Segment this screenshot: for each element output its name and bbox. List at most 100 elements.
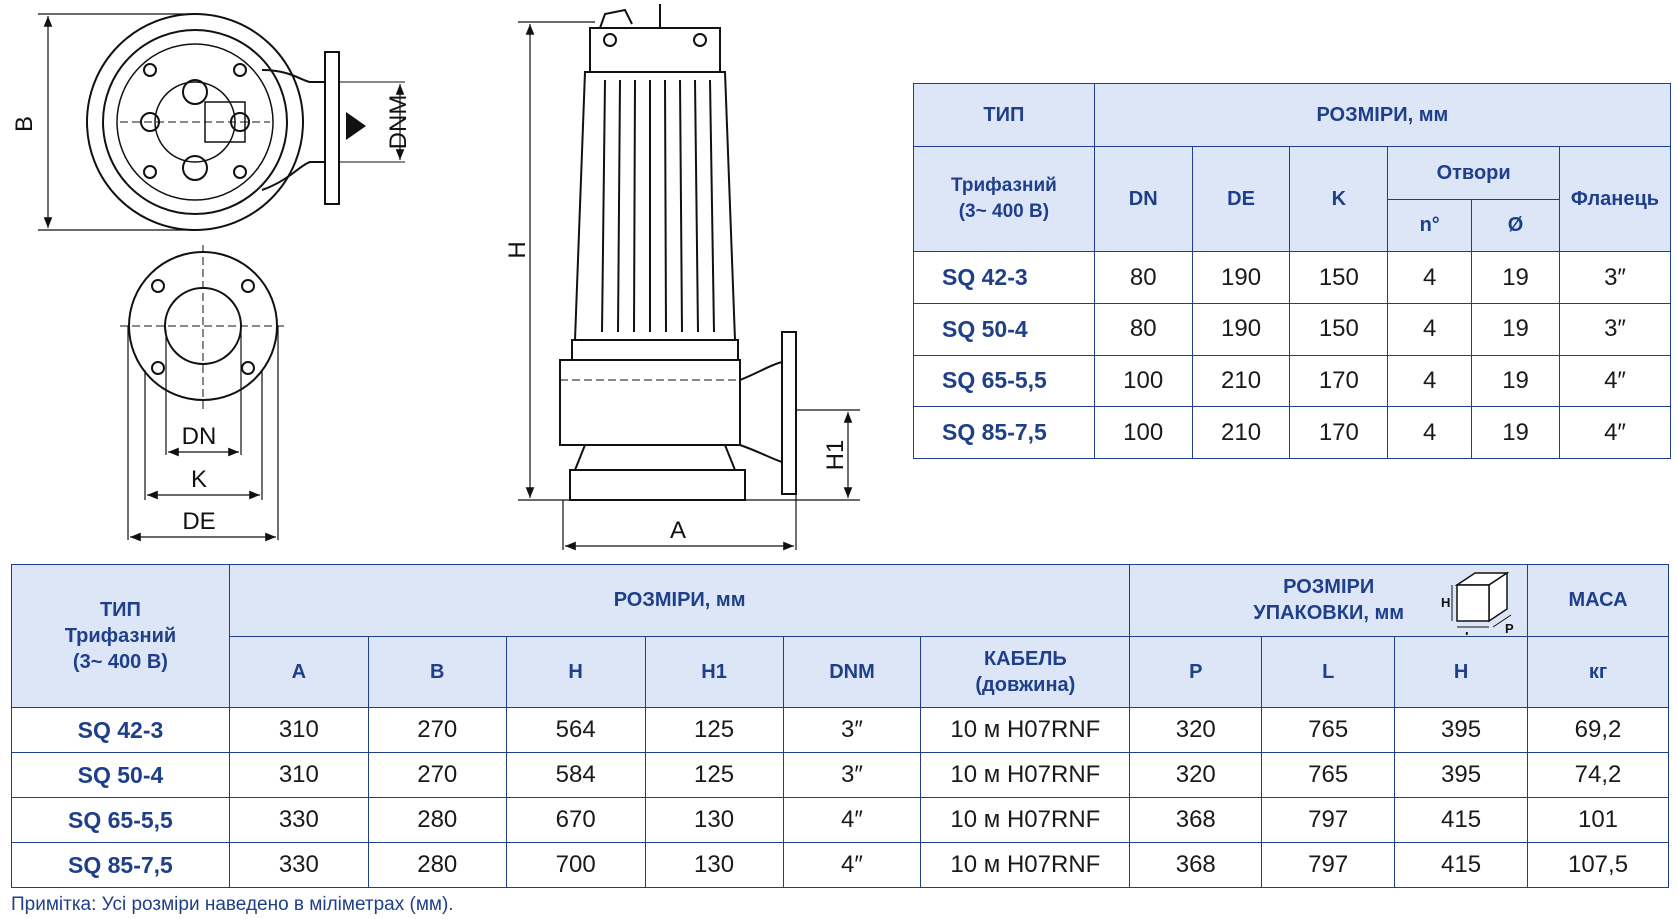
- t1-cell-flange: 4″: [1558, 406, 1672, 459]
- t2-cell-p: 368: [1129, 797, 1263, 843]
- t1-row-type: SQ 50-4: [913, 302, 1095, 356]
- t1-cell-k: 150: [1289, 302, 1389, 356]
- t2-cell-h1: 130: [644, 797, 784, 843]
- t2-type-line3: (3~ 400 В): [72, 651, 168, 674]
- t2-row-type: SQ 42-3: [11, 707, 230, 754]
- package-label-p: P: [1505, 621, 1514, 635]
- label-h1: H1: [822, 440, 849, 471]
- t1-cell-d: 19: [1471, 302, 1560, 356]
- label-k: K: [191, 466, 207, 493]
- t1-col-flange: Фланець: [1558, 145, 1672, 253]
- t2-cell-dnm: 3″: [782, 752, 922, 799]
- t2-col-l: L: [1261, 635, 1396, 709]
- pump-dimensions-table: ТИП Трифазний (3~ 400 В) РОЗМІРИ, мм РОЗ…: [11, 563, 1669, 888]
- t2-cable-line1: КАБЕЛЬ: [983, 647, 1067, 670]
- t2-cell-h1: 130: [644, 842, 784, 888]
- t2-cell-h: 700: [505, 842, 646, 888]
- t1-cell-k: 150: [1289, 251, 1389, 304]
- t2-row-type: SQ 50-4: [11, 752, 230, 799]
- label-b: B: [11, 116, 38, 132]
- t1-subtype-line2: (3~ 400 В): [958, 201, 1050, 223]
- package-label-l: L: [1465, 629, 1473, 635]
- t2-cell-h: 584: [505, 752, 646, 799]
- t2-cell-a: 310: [228, 707, 369, 754]
- t2-mass-header: МАСА: [1527, 564, 1669, 637]
- t1-col-d: Ø: [1471, 198, 1560, 253]
- t1-cell-dn: 80: [1093, 251, 1193, 304]
- t2-cell-cable: 10 м H07RNF: [920, 707, 1131, 754]
- t1-cell-n: 4: [1387, 406, 1473, 459]
- t2-type-header: ТИП Трифазний (3~ 400 В): [11, 563, 230, 709]
- t2-cell-ph: 395: [1394, 707, 1529, 754]
- t2-cell-a: 330: [228, 842, 369, 888]
- t1-cell-dn: 100: [1093, 406, 1193, 459]
- t2-cell-dnm: 3″: [782, 707, 922, 754]
- t1-cell-n: 4: [1387, 302, 1473, 356]
- t1-cell-n: 4: [1387, 251, 1473, 304]
- t2-cell-p: 368: [1129, 842, 1263, 888]
- t2-pack-line1: РОЗМІРИ: [1283, 576, 1375, 599]
- t2-cell-h1: 125: [644, 707, 784, 754]
- t2-cell-ph: 415: [1394, 842, 1529, 888]
- flange-front-view: [120, 245, 288, 410]
- flow-arrow-icon: [346, 112, 366, 140]
- t1-cell-de: 210: [1191, 406, 1291, 459]
- t1-subtype-header: Трифазний (3~ 400 В): [913, 145, 1095, 253]
- flange-dimensions-table: ТИП РОЗМІРИ, мм Трифазний (3~ 400 В) DN …: [913, 83, 1672, 459]
- t2-row-type: SQ 65-5,5: [11, 797, 230, 843]
- t2-col-p: P: [1129, 635, 1263, 709]
- t1-cell-de: 210: [1191, 354, 1291, 408]
- t2-cell-dnm: 4″: [782, 797, 922, 843]
- t2-col-h1: H1: [644, 635, 784, 709]
- t1-row-type: SQ 42-3: [913, 251, 1095, 304]
- t2-cell-h: 670: [505, 797, 646, 843]
- t2-col-h: H: [505, 635, 646, 709]
- t2-cell-l: 765: [1261, 707, 1396, 754]
- t2-cell-h: 564: [505, 707, 646, 754]
- t1-col-k: K: [1289, 145, 1389, 253]
- t2-col-ph: H: [1394, 635, 1529, 709]
- t1-subtype-line1: Трифазний: [950, 175, 1057, 197]
- label-a: A: [670, 517, 686, 544]
- t1-cell-flange: 3″: [1558, 302, 1672, 356]
- t1-cell-dn: 80: [1093, 302, 1193, 356]
- t1-cell-flange: 3″: [1558, 251, 1672, 304]
- t2-cell-ph: 415: [1394, 797, 1529, 843]
- t2-cell-p: 320: [1129, 707, 1263, 754]
- t1-cell-k: 170: [1289, 406, 1389, 459]
- technical-drawings: B DNM DN K DE: [11, 4, 860, 551]
- t2-cell-a: 330: [228, 797, 369, 843]
- t2-cell-p: 320: [1129, 752, 1263, 799]
- t1-col-dn: DN: [1093, 145, 1193, 253]
- t2-cell-mass: 74,2: [1527, 752, 1669, 799]
- pump-side-view: [559, 4, 797, 501]
- t2-cell-cable: 10 м H07RNF: [920, 797, 1131, 843]
- t1-cell-d: 19: [1471, 354, 1560, 408]
- t1-row-type: SQ 85-7,5: [913, 406, 1095, 459]
- t2-type-line1: ТИП: [99, 599, 141, 622]
- t2-cable-line2: (довжина): [975, 673, 1076, 696]
- t2-cell-b: 280: [367, 842, 507, 888]
- t2-cell-cable: 10 м H07RNF: [920, 752, 1131, 799]
- t2-type-line2: Трифазний: [64, 625, 177, 648]
- t1-dims-header: РОЗМІРИ, мм: [1093, 83, 1672, 147]
- t1-cell-d: 19: [1471, 406, 1560, 459]
- t1-cell-de: 190: [1191, 251, 1291, 304]
- t2-cell-l: 765: [1261, 752, 1396, 799]
- t2-col-b: B: [367, 635, 507, 709]
- t2-cell-b: 270: [367, 752, 507, 799]
- t2-col-kg: кг: [1527, 635, 1669, 709]
- t2-cell-mass: 107,5: [1527, 842, 1669, 888]
- t1-cell-k: 170: [1289, 354, 1389, 408]
- t2-cell-l: 797: [1261, 797, 1396, 843]
- t2-cell-mass: 69,2: [1527, 707, 1669, 754]
- t1-type-header: ТИП: [913, 83, 1095, 147]
- t1-col-de: DE: [1191, 145, 1291, 253]
- t2-row-type: SQ 85-7,5: [11, 842, 230, 888]
- t2-col-a: A: [228, 635, 369, 709]
- t1-col-holes: Отвори: [1387, 145, 1560, 200]
- t2-pack-header: РОЗМІРИ УПАКОВКИ, мм H L P: [1129, 564, 1529, 637]
- t1-cell-n: 4: [1387, 354, 1473, 408]
- t2-cell-b: 270: [367, 707, 507, 754]
- dimension-h-h1-a: [518, 21, 860, 551]
